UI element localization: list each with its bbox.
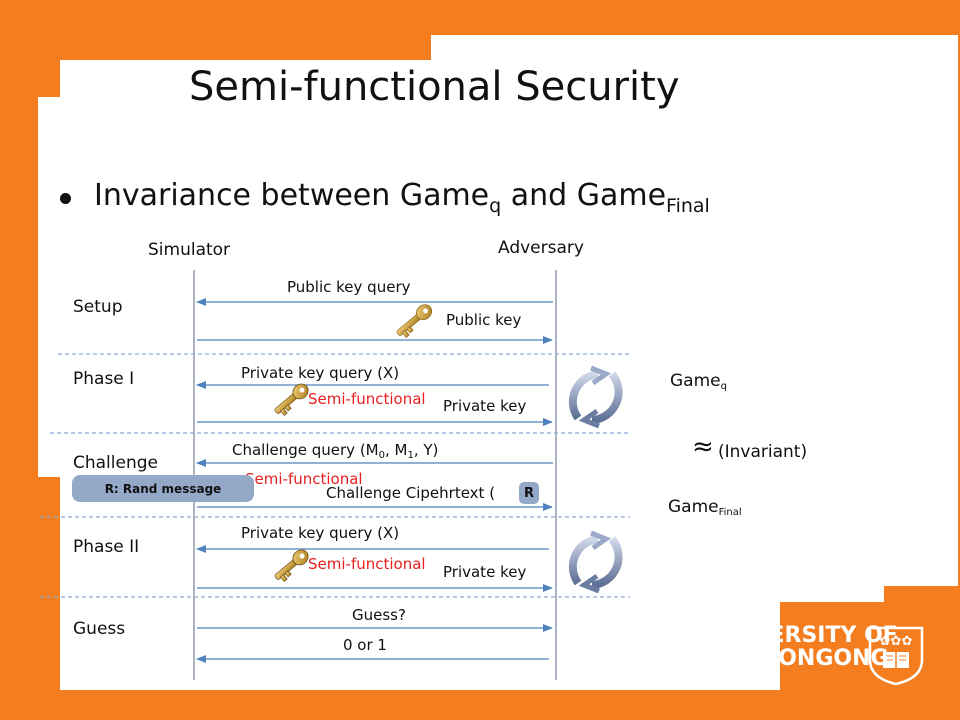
challenge-query-sub0: 0	[378, 450, 385, 461]
rand-message-box: R: Rand message	[72, 475, 254, 502]
msg-guess-query: Guess?	[352, 606, 406, 624]
bullet-dot	[60, 193, 71, 204]
key-icon	[274, 383, 309, 416]
random-r-box: R	[519, 482, 539, 504]
svg-text:✿✿✿: ✿✿✿	[880, 634, 913, 649]
msg-semi-functional-challenge: Semi-functional	[245, 470, 363, 488]
msg-challenge-query: Challenge query (M0, M1, Y)	[232, 441, 438, 461]
crest-icon: ✿✿✿	[868, 626, 924, 686]
phase-guess: Guess	[73, 619, 126, 639]
challenge-query-suffix: , Y)	[413, 441, 439, 459]
phase-setup: Setup	[73, 297, 123, 317]
challenge-query-prefix: Challenge query (M	[232, 441, 379, 459]
slide-title: Semi-functional Security	[189, 64, 680, 110]
university-logo-text: UNIVERSITY OF WOLLONGONG	[708, 624, 898, 670]
challenge-query-mid: , M	[385, 441, 408, 459]
msg-challenge-ciphertext: Challenge Cipehrtext ()	[326, 484, 525, 502]
msg-semi-functional-1: Semi-functional	[308, 390, 426, 408]
msg-private-key-1: Private key	[443, 397, 527, 415]
logo-line-1: UNIVERSITY OF	[708, 623, 898, 648]
game-final-base: Game	[668, 497, 719, 517]
msg-public-key-query: Public key query	[287, 278, 411, 296]
challenge-query-sub1: 1	[407, 450, 414, 461]
msg-private-key-2: Private key	[443, 563, 527, 581]
invariant-label: (Invariant)	[718, 442, 808, 462]
phase-2: Phase II	[73, 537, 140, 557]
key-icon	[274, 549, 309, 582]
key-icon	[396, 304, 433, 338]
bullet-sub-q: q	[489, 195, 502, 217]
bullet-text: Invariance between Gameq and GameFinal	[94, 178, 710, 217]
phase-separators	[40, 353, 630, 598]
msg-private-key-query-1: Private key query (X)	[241, 364, 400, 382]
adversary-label: Adversary	[498, 238, 584, 258]
msg-private-key-query-2: Private key query (X)	[241, 524, 400, 542]
game-q-sub: q	[720, 381, 727, 392]
phase-1: Phase I	[73, 369, 135, 389]
bullet-sub-final: Final	[666, 195, 710, 217]
challenge-ciphertext-prefix: Challenge Cipehrtext (	[326, 484, 496, 502]
msg-public-key: Public key	[446, 311, 522, 329]
game-q-base: Game	[670, 371, 721, 391]
cycle-arrows-icon	[568, 365, 623, 429]
cycle-arrows-icon	[568, 530, 623, 594]
simulator-label: Simulator	[148, 240, 231, 260]
msg-semi-functional-2: Semi-functional	[308, 555, 426, 573]
logo-line-2: WOLLONGONG	[708, 646, 889, 671]
game-q-label: Gameq	[670, 371, 727, 392]
game-final-sub: Final	[718, 507, 742, 518]
bullet-prefix: Invariance between Game	[94, 178, 490, 213]
phase-challenge: Challenge	[73, 453, 158, 473]
bullet-middle: and Game	[501, 178, 667, 213]
game-final-label: GameFinal	[668, 497, 742, 518]
approx-symbol: ≈	[692, 432, 714, 462]
message-arrows	[196, 298, 553, 663]
msg-guess-answer: 0 or 1	[343, 636, 387, 654]
